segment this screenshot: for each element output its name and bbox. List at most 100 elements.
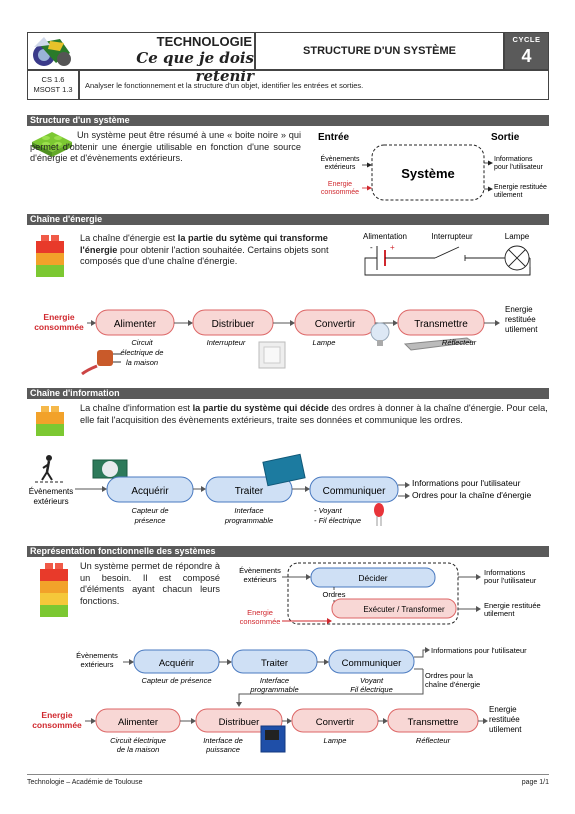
information-cap-3a: - Voyant — [314, 506, 343, 515]
svg-text:Convertir: Convertir — [315, 319, 356, 330]
footer-left: Technologie – Académie de Toulouse — [27, 779, 143, 786]
full-en-in-1: Energie — [41, 710, 72, 720]
energie-cap-1c: la maison — [126, 358, 158, 367]
full-info-in-1: Évènements — [76, 651, 118, 660]
section-representation-title: Représentation fonctionnelle des système… — [27, 546, 549, 557]
energie-in-1: Energie — [43, 312, 74, 322]
svg-text:Transmettre: Transmettre — [408, 717, 459, 728]
header-codes-box — [27, 70, 79, 100]
svg-text:Alimenter: Alimenter — [118, 717, 158, 728]
full-info-communiquer: Communiquer — [328, 649, 415, 674]
header-code-2: MSOST 1.3 — [33, 85, 73, 94]
reflector-icon — [403, 337, 475, 351]
energie-text-b: la partie du sytème qui transforme l'éne… — [80, 233, 328, 255]
full-info-cap-1: Capteur de présence — [141, 676, 211, 685]
pir-sensor-icon — [92, 459, 128, 479]
diagram-en2: consommée — [321, 189, 359, 196]
header-objective: Analyser le fonctionnement et la structu… — [85, 81, 364, 90]
lego-stack-full-icon — [40, 563, 68, 617]
energie-out-3: utilement — [505, 325, 538, 334]
rep-outB1: Energie restituée — [484, 601, 541, 610]
section-information-title: Chaîne d'information — [27, 388, 549, 399]
header-code-1: CS 1.6 — [41, 75, 65, 84]
full-en-out-1: Energie — [489, 705, 517, 714]
energie-block-distribuer: Distribuer — [192, 309, 274, 336]
rep-outA2: pour l'utilisateur — [484, 576, 537, 585]
full-info-cap-3b: Fil électrique — [350, 685, 393, 694]
switch-icon — [258, 341, 286, 369]
pedestrian-icon — [35, 455, 63, 483]
relay-module-icon — [260, 725, 286, 753]
full-en-cap-3: Lampe — [324, 736, 347, 745]
section-representation-text: Un système permet de répondre à un besoi… — [80, 561, 220, 607]
section-energie-title: Chaîne d'énergie — [27, 214, 549, 225]
full-en-out-2: restituée — [489, 715, 520, 724]
full-en-cap-1b: de la maison — [117, 745, 160, 754]
information-out-2: Ordres pour la chaîne d'énergie — [412, 490, 532, 500]
information-in-2: extérieurs — [33, 497, 68, 506]
information-out-1: Informations pour l'utilisateur — [412, 478, 521, 488]
information-block-communiquer: Communiquer — [309, 476, 399, 503]
svg-text:-: - — [370, 243, 373, 252]
full-info-cap-3a: Voyant — [360, 676, 384, 685]
motorbike-logo-icon — [33, 37, 71, 66]
diagram-out1b: pour l'utilisateur — [494, 164, 543, 171]
diagram-out1a: Informations — [494, 156, 533, 163]
full-ordres-2: chaîne d'énergie — [425, 680, 480, 689]
energie-out-2: restituée — [505, 315, 536, 324]
energie-block-alimenter: Alimenter — [95, 309, 175, 336]
full-info-acquerir: Acquérir — [133, 649, 220, 674]
section-structure-title: Structure d'un système — [27, 115, 549, 126]
full-info-cap-2b: programmable — [249, 685, 298, 694]
representation-text-span: Un système permet de répondre à un besoi… — [80, 561, 220, 606]
energie-cap-1b: électrique de — [121, 348, 164, 357]
full-en-in-2: consommée — [32, 720, 82, 730]
header-title: TECHNOLOGIE — [156, 34, 252, 49]
header-objective-box — [79, 70, 549, 100]
chaine-energie-diagram: Energie consommée Alimenter Distribuer C… — [34, 305, 538, 376]
energie-cap-4: Réflecteur — [442, 338, 477, 347]
information-text-a: La chaîne d'information est — [80, 403, 193, 413]
svg-text:Distribuer: Distribuer — [212, 319, 255, 330]
full-en-convertir: Convertir — [291, 708, 379, 733]
information-cap-3b: - Fil électrique — [314, 516, 361, 525]
svg-text:Traiter: Traiter — [235, 486, 264, 497]
information-text-c: des ordres à donner à la chaîne d'énergi… — [80, 403, 548, 425]
rep-ev2: extérieurs — [244, 575, 277, 584]
energie-text-c: pour obtenir l'action souhaitée. Certain… — [80, 244, 329, 267]
rep-outA1: Informations — [484, 568, 526, 577]
bulb-icon — [370, 322, 390, 346]
diagram-ev1: Évènements — [321, 154, 360, 163]
diagram-systeme-label: Système — [401, 166, 454, 181]
svg-text:Acquérir: Acquérir — [131, 486, 169, 497]
section-energie-text: La chaîne d'énergie est la partie du syt… — [80, 233, 350, 268]
full-en-transmettre: Transmettre — [387, 708, 479, 733]
rep-en2: consommée — [240, 617, 281, 626]
header-logo-box — [27, 32, 255, 70]
rep-ev1: Évènements — [239, 566, 281, 575]
full-en-cap-1a: Circuit électrique — [110, 736, 166, 745]
full-en-cap-2a: Interface de — [203, 736, 243, 745]
footer-divider — [27, 774, 549, 775]
circuit-schematic: Alimentation Interrupteur Lampe -+ — [363, 232, 531, 276]
rep-en1: Energie — [247, 608, 273, 617]
diagram-sortie-label: Sortie — [491, 132, 520, 143]
section-information-text: La chaîne d'information est la partie du… — [80, 403, 550, 426]
svg-text:Exécuter / Transformer: Exécuter / Transformer — [363, 605, 445, 614]
arduino-icon — [262, 453, 306, 487]
led-icon — [374, 503, 384, 526]
information-cap-2a: Interface — [234, 506, 263, 515]
information-text-b: la partie du système qui décide — [192, 403, 329, 413]
full-info-traiter: Traiter — [231, 649, 318, 674]
lego-brick-green-icon — [32, 132, 72, 157]
rep-system-box — [287, 562, 459, 625]
header-main-title-box — [255, 32, 504, 70]
svg-text:Traiter: Traiter — [261, 658, 288, 669]
svg-text:Communiquer: Communiquer — [323, 486, 386, 497]
svg-text:+: + — [390, 243, 395, 252]
information-cap-1b: présence — [134, 516, 166, 525]
diagram-ev2: extérieurs — [325, 164, 356, 171]
diagram-en1: Energie — [328, 181, 352, 188]
rep-outB2: utilement — [484, 609, 515, 618]
diagram-entree-label: Entrée — [318, 132, 350, 143]
